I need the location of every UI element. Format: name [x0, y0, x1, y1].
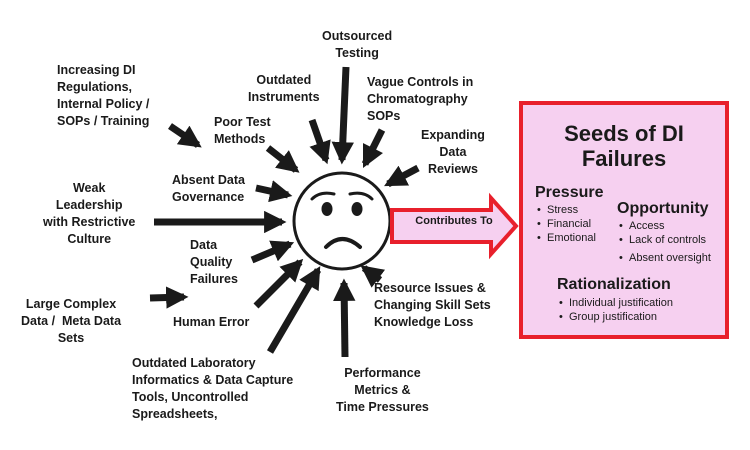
pressure-item: Financial: [537, 217, 596, 231]
pressure-heading: Pressure: [535, 184, 604, 201]
rationalization-item: Individual justification: [559, 296, 673, 310]
worried-face-icon: [292, 171, 392, 271]
factor-human-error: Human Error: [173, 315, 250, 329]
pressure-item: Emotional: [537, 231, 596, 245]
opportunity-item: Lack of controls: [619, 233, 711, 247]
arrow-regulations: [168, 123, 202, 148]
arrow-absent-gov: [255, 180, 293, 203]
rationalization-heading: Rationalization: [557, 276, 671, 293]
factor-weak-leadership: Weak Leadership with Restrictive Culture: [43, 181, 136, 246]
factor-large-complex-data: Large Complex Data / Meta Data Sets: [21, 297, 122, 345]
arrow-human-error: [253, 258, 304, 309]
factor-outdated-instruments: Outdated Instruments: [248, 73, 320, 104]
opportunity-item: Absent oversight: [619, 251, 711, 265]
rationalization-item: Group justification: [559, 310, 673, 324]
contributes-to-label: Contributes To: [415, 215, 493, 227]
opportunity-list: Access Lack of controls Absent oversight: [619, 219, 711, 265]
arrow-informatics: [266, 266, 322, 354]
factor-poor-test-methods: Poor Test Methods: [214, 115, 271, 146]
arrow-data-quality: [250, 240, 295, 264]
factor-resource-issues: Resource Issues & Changing Skill Sets Kn…: [374, 281, 491, 329]
factor-outdated-laboratory-informatics: Outdated Laboratory Informatics & Data C…: [132, 356, 294, 421]
arrow-large-complex: [149, 286, 189, 309]
pressure-item: Stress: [537, 203, 596, 217]
arrow-outsourced: [331, 66, 354, 165]
factor-outsourced-testing: Outsourced Testing: [322, 29, 393, 60]
factor-absent-data-governance: Absent Data Governance: [172, 173, 245, 204]
seeds-of-di-failures-box: Seeds of DI Failures Pressure Stress Fin…: [519, 101, 729, 339]
arrow-instruments: [308, 118, 331, 165]
seeds-title: Seeds of DI Failures: [564, 121, 684, 171]
factor-increasing-di-regulations: Increasing DI Regulations, Internal Poli…: [57, 63, 150, 128]
arrow-expanding: [384, 164, 420, 188]
arrow-performance: [333, 278, 356, 358]
arrow-resource: [360, 265, 386, 288]
arrow-poor-test: [265, 145, 300, 173]
contributes-to-arrow: [390, 192, 519, 260]
factor-expanding-data-reviews: Expanding Data Reviews: [421, 128, 485, 176]
factor-data-quality-failures: Data Quality Failures: [190, 238, 238, 286]
arrow-vague: [361, 128, 386, 169]
factor-performance-metrics: Performance Metrics & Time Pressures: [336, 366, 429, 414]
rationalization-list: Individual justification Group justifica…: [559, 296, 673, 324]
opportunity-heading: Opportunity: [617, 200, 709, 217]
pressure-list: Stress Financial Emotional: [537, 203, 596, 245]
opportunity-item: Access: [619, 219, 711, 233]
factor-vague-controls: Vague Controls in Chromatography SOPs: [367, 75, 474, 123]
